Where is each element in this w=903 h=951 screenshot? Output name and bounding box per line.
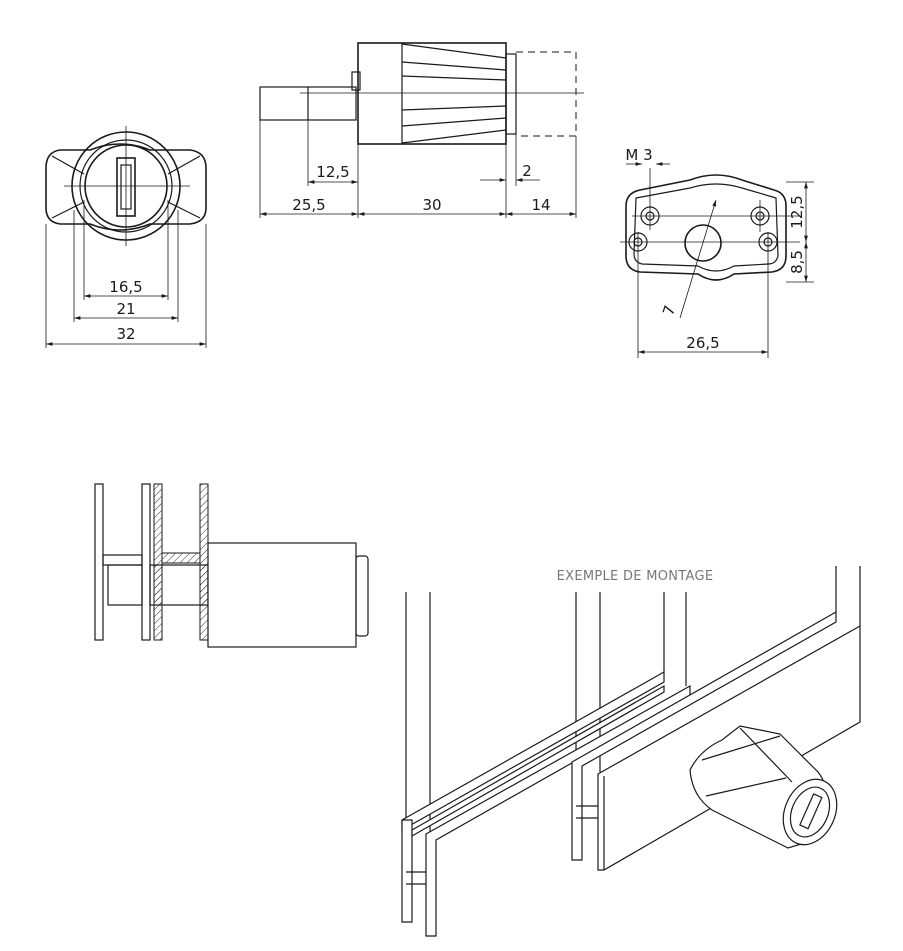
dim-21: 21 [116,300,135,318]
front-view: 16,5 21 32 [45,126,207,348]
assembly-caption: EXEMPLE DE MONTAGE [557,569,714,584]
dim-12-5-mount: 12,5 [788,195,806,228]
thread-label: M 3 [625,146,652,164]
assembly-lock-cylinder [782,778,838,846]
side-key-face [505,53,517,135]
dim-7: 7 [659,303,679,318]
assembly-lock [689,725,838,849]
side-body [357,42,507,145]
dim-30: 30 [422,196,441,214]
dim-16-5: 16,5 [109,278,142,296]
dim-12-5-side: 12,5 [316,163,349,181]
rail-front-left [425,684,691,937]
mount-plate-outline [625,174,787,281]
side-key-phantom [516,51,577,137]
dim-14: 14 [531,196,550,214]
dim-26-5: 26,5 [686,334,719,352]
dim-2: 2 [522,162,532,180]
side-collar [351,71,361,91]
dim-25-5: 25,5 [292,196,325,214]
dim-32: 32 [116,325,135,343]
side-view: 12,5 2 25,5 30 14 [259,42,584,218]
assembly-keyway [799,793,823,830]
section-view [94,483,369,648]
rail-back-right [571,610,837,861]
dim-8-5: 8,5 [788,250,806,274]
section-lock-body [207,542,357,648]
front-housing-outline [45,143,207,231]
front-housing-left-facet [51,155,201,219]
assembly-view: EXEMPLE DE MONTAGE [401,566,861,937]
mount-view: M 3 12,5 8,5 7 26,5 [620,146,814,358]
section-lock-face [355,555,369,637]
mount-center-hole [684,224,722,262]
